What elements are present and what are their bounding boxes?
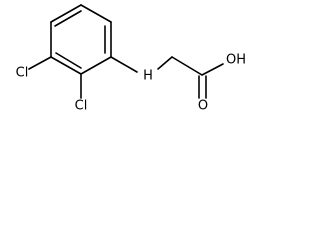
ring-bond-top [50, 4, 82, 23]
amine-nh-label: H [143, 69, 153, 84]
carbonyl-oxygen-label: O [198, 99, 208, 114]
bond-ring-nh [110, 56, 138, 73]
bond-carboxyl-oh [201, 63, 224, 76]
ring-bond-lower-left-inner [55, 52, 82, 69]
ring-bond-lower-right [80, 56, 112, 75]
structure-diagram: Cl Cl H OH O [16, 4, 246, 114]
hydroxyl-label: OH [226, 53, 246, 68]
ring-bond-lower-left [50, 56, 82, 75]
bond-nh-ch2 [157, 56, 173, 70]
benzene-ring [50, 4, 112, 75]
bond-ch2-carboxyl [171, 56, 203, 76]
ring-bond-top-inner [54, 10, 82, 27]
chlorine-atom-lower: Cl [75, 99, 88, 114]
ring-bond-upper-right [80, 4, 112, 23]
bond-cl-upper [28, 56, 52, 70]
chlorine-atom-upper: Cl [16, 66, 29, 81]
